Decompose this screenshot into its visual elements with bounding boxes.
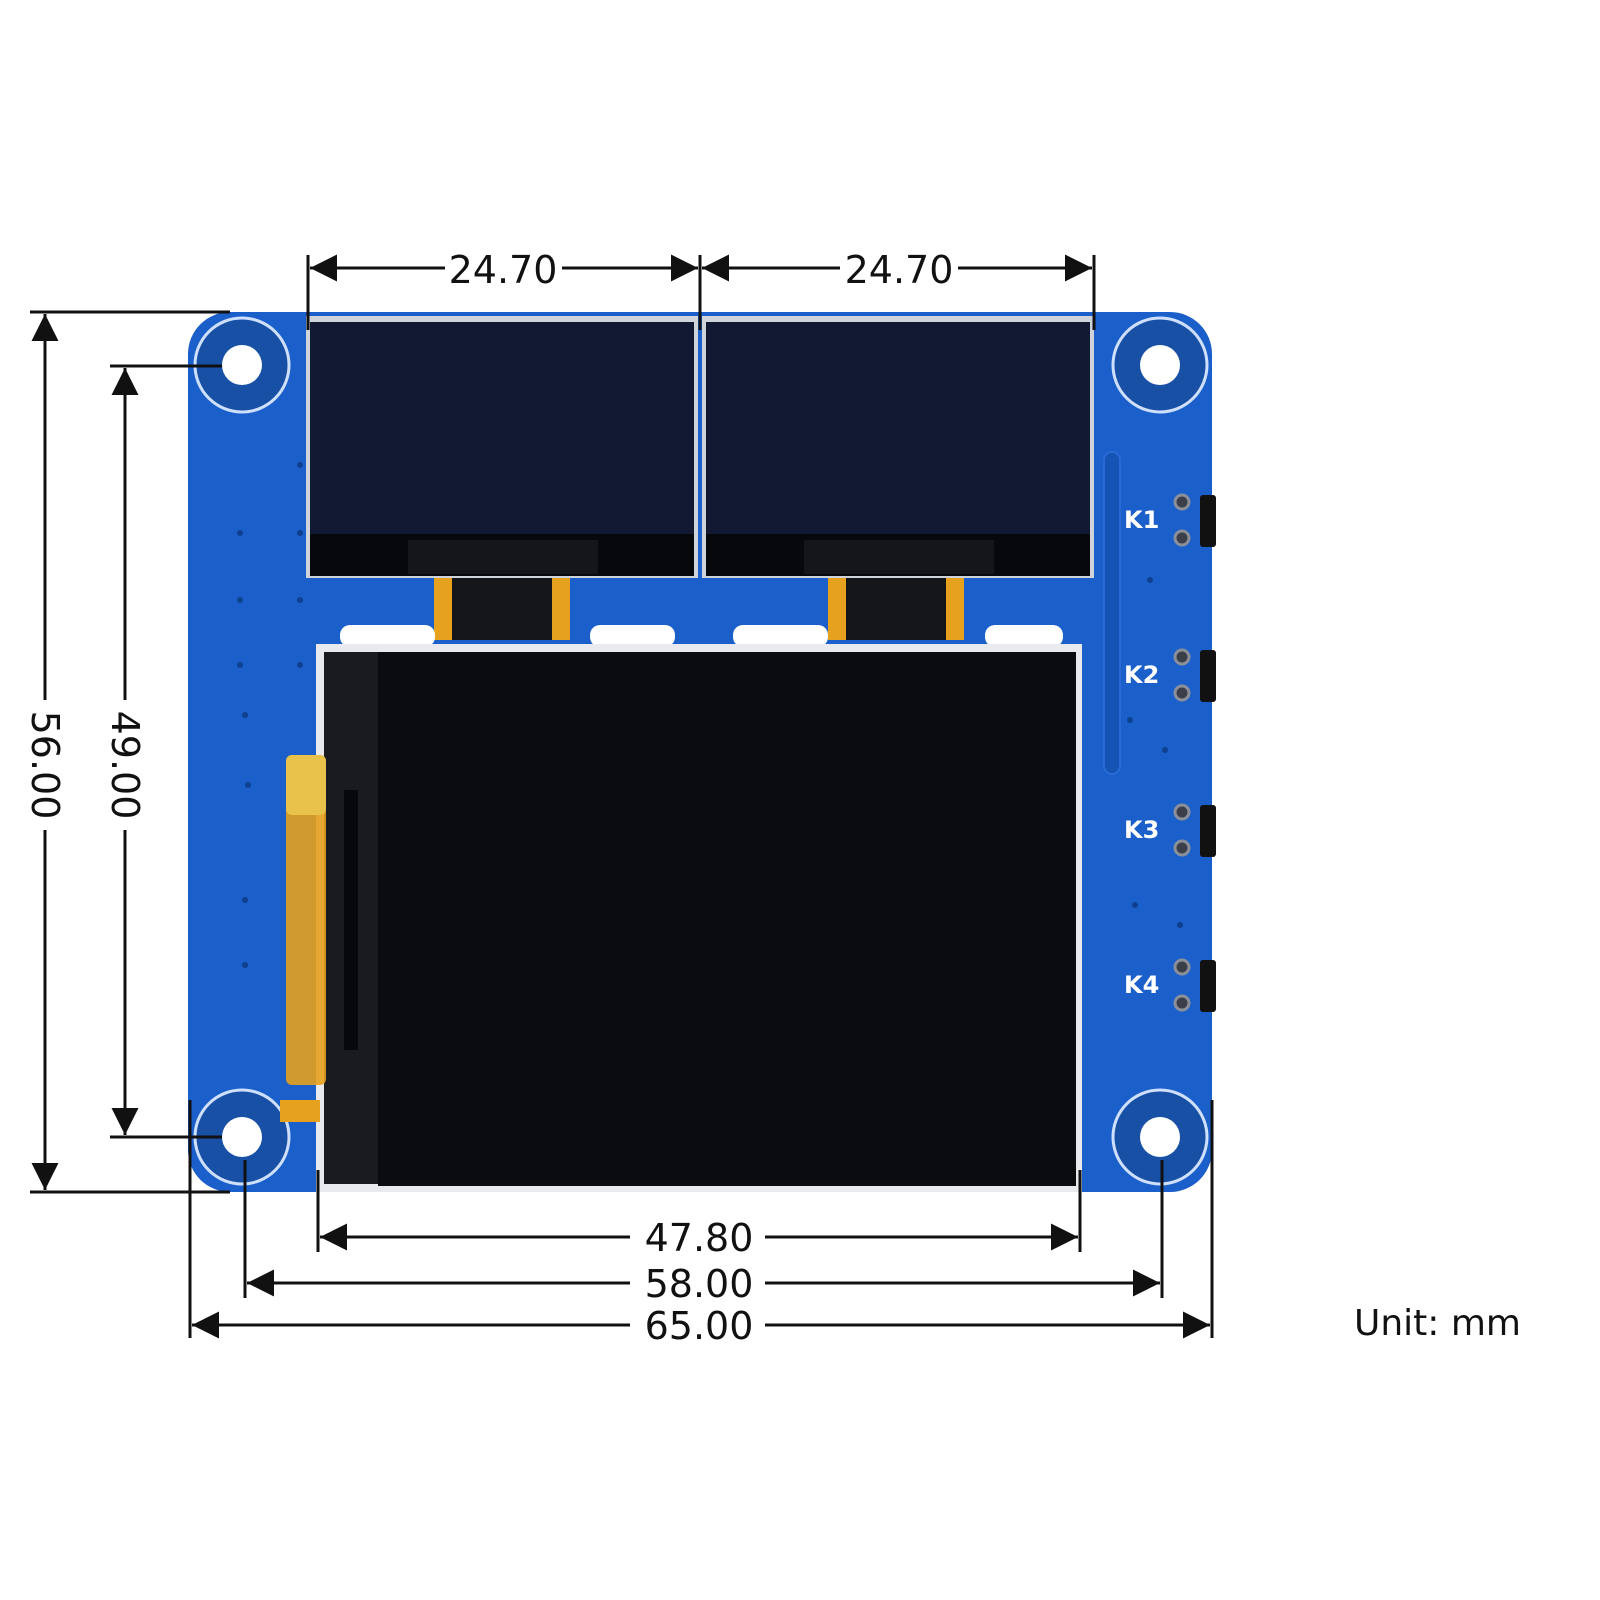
dim-oled-right-width: 24.70: [845, 248, 954, 292]
lcd-flex-cable: [286, 755, 326, 1085]
lcd-display: [280, 644, 1082, 1192]
button-notches: [1200, 495, 1216, 1012]
button-label-k1: K1: [1124, 506, 1159, 534]
mounting-hole: [193, 316, 291, 414]
button-pads: [1173, 493, 1191, 1012]
mounting-holes: [193, 316, 1209, 1186]
board-slot: [1103, 451, 1121, 775]
dim-hole-spacing-horizontal: 58.00: [645, 1262, 754, 1306]
button-label-k2: K2: [1124, 661, 1159, 689]
oled-display-right: [702, 316, 1094, 578]
unit-label: Unit: mm: [1354, 1303, 1521, 1344]
mounting-hole: [193, 1088, 291, 1186]
dim-hole-spacing-vertical: 49.00: [103, 711, 147, 820]
dimension-lines: [30, 254, 1214, 1339]
dim-board-height: 56.00: [23, 711, 67, 820]
mounting-hole: [1111, 1088, 1209, 1186]
button-label-k3: K3: [1124, 816, 1159, 844]
oled-display-left: [306, 316, 698, 578]
mounting-hole: [1111, 316, 1209, 414]
vias: [237, 462, 1183, 968]
button-label-k4: K4: [1124, 971, 1159, 999]
dim-oled-left-width: 24.70: [449, 248, 558, 292]
board-cutouts: [340, 625, 1063, 647]
dim-board-width: 65.00: [645, 1304, 754, 1348]
flex-cables: [434, 578, 964, 640]
dim-lcd-width: 47.80: [645, 1216, 754, 1260]
